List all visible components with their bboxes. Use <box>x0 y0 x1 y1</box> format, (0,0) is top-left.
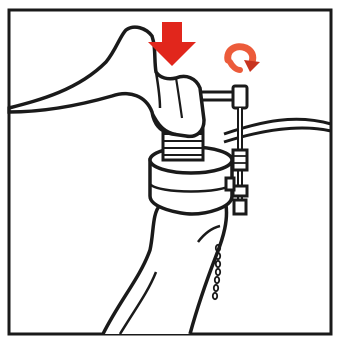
rotate-clockwise-icon <box>228 47 260 72</box>
lower-arm <box>103 205 227 334</box>
